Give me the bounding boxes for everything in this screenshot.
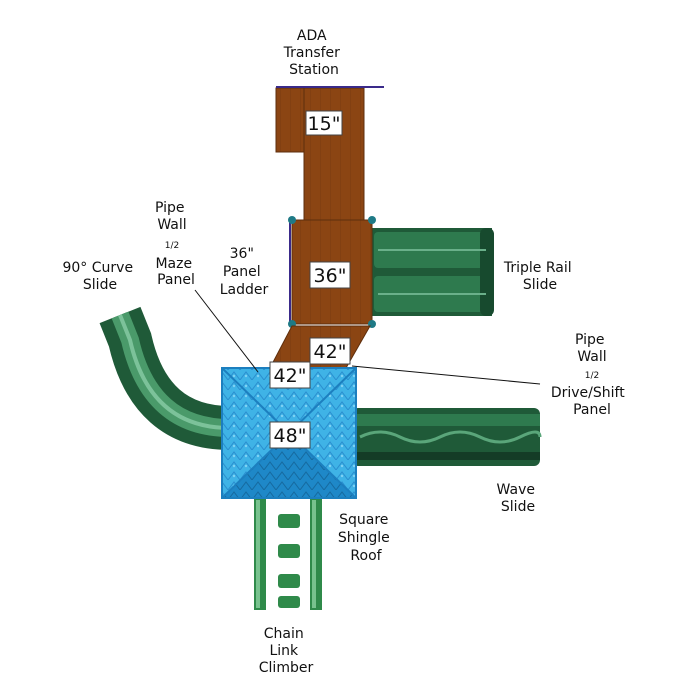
svg-text:36": 36" [314,265,347,287]
height-42-lower: 42" [269,361,311,389]
height-42-upper: 42" [309,337,351,365]
wave-slide [352,408,542,466]
label-half-left: 1/2 [165,241,179,251]
label-drive-shift-panel: Drive/Shift Panel [551,385,629,418]
svg-text:15": 15" [308,113,341,135]
height-15: 15" [305,110,343,136]
chain-link-climber [254,498,322,610]
post-icon [368,216,376,224]
label-maze-panel: Maze Panel [155,256,196,288]
label-panel-ladder: 36" Panel Ladder [220,246,269,298]
label-ada-transfer-station: ADA Transfer Station [283,28,345,78]
label-curve-slide: 90° Curve Slide [62,260,137,293]
height-48: 48" [269,421,311,449]
label-pipe-wall-left: Pipe Wall [155,200,189,233]
post-icon [288,216,296,224]
label-wave-slide: Wave Slide [497,482,540,515]
svg-text:42": 42" [314,341,347,363]
triple-rail-slide [370,228,494,316]
label-half-right: 1/2 [585,371,599,381]
svg-text:48": 48" [274,425,307,447]
height-36: 36" [309,261,351,289]
svg-text:42": 42" [274,365,307,387]
ada-transfer-station [275,86,384,221]
label-chain-link-climber: Chain Link Climber [259,626,314,676]
label-triple-rail-slide: Triple Rail Slide [503,260,576,293]
label-pipe-wall-right: Pipe Wall [575,332,609,365]
label-square-shingle-roof: Square Shingle Roof [338,512,394,564]
leader-lines [194,289,541,385]
curve-slide [99,306,231,450]
